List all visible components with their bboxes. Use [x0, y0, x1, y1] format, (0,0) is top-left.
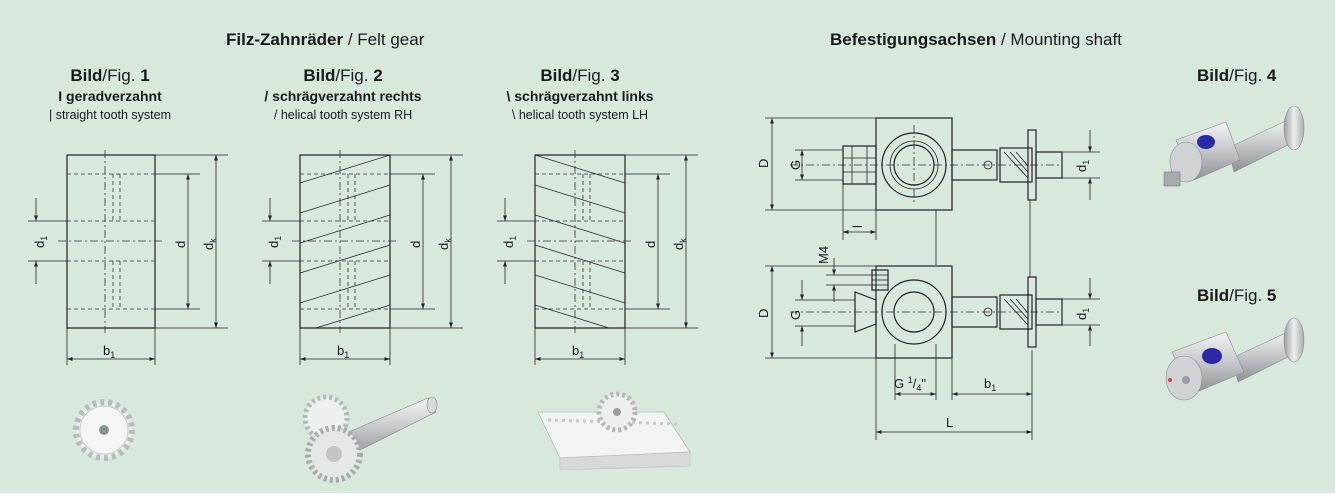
fig2-subtitle-de: / schrägverzahnt rechts	[264, 88, 422, 104]
fig3-dk-label: dk	[671, 238, 688, 250]
bottom-D-label: D	[756, 309, 771, 318]
top-D-label: D	[756, 159, 771, 168]
fig3-subtitle-en: \ helical tooth system LH	[511, 108, 649, 122]
fig2-dk-label: dk	[436, 238, 453, 250]
fig2-title: Bild/Fig. 2	[303, 66, 383, 85]
fig2-helical-gear-shaft-render	[302, 394, 438, 483]
fig1-d-label: d	[173, 241, 188, 248]
fig3-d-label: d	[643, 241, 658, 248]
fig4-mounting-shaft-render	[1163, 105, 1305, 187]
fig3-b1-label: b1	[572, 343, 584, 360]
bottom-L-label: L	[946, 415, 953, 430]
fig2-gear-drawing: d1 d dk b1	[262, 150, 463, 365]
top-d1-label: d1	[1074, 160, 1091, 172]
fig1-b1-label: b1	[103, 343, 115, 360]
fig3-rack-pinion-render	[537, 391, 691, 471]
top-l-label: l	[850, 225, 865, 228]
fig2-subtitle-en: / helical tooth system RH	[273, 108, 413, 122]
fig1-subtitle-de: I geradverzahnt	[58, 88, 162, 104]
bottom-b1-label: b1	[984, 376, 996, 393]
bottom-G-label: G	[788, 310, 803, 320]
fig3-d1-label: d1	[501, 236, 518, 248]
fig2-d1-label: d1	[266, 236, 283, 248]
fig1-title: Bild/Fig. 1	[70, 66, 150, 85]
fig2-d-label: d	[408, 241, 423, 248]
fig2-b1-label: b1	[337, 343, 349, 360]
bottom-d1-label: d1	[1074, 308, 1091, 320]
fig5-title: Bild/Fig. 5	[1197, 286, 1277, 305]
mounting-shaft-bottom-drawing: D G M4 d1 G 1/4" b1 L	[756, 200, 1100, 440]
fig5-mounting-shaft-render	[1165, 317, 1305, 401]
fig1-dk-label: dk	[201, 238, 218, 250]
fig1-d1-label: d1	[32, 236, 49, 248]
fig3-subtitle-de: \ schrägverzahnt links	[506, 88, 654, 104]
bottom-M4-label: M4	[816, 246, 831, 264]
fig1-spur-gear-render	[73, 399, 135, 461]
fig1-subtitle-en: | straight tooth system	[48, 108, 172, 122]
top-G-label: G	[788, 160, 803, 170]
bottom-G-quarter-inch-label: G 1/4"	[894, 375, 926, 393]
fig1-gear-drawing: d1 d dk b1	[28, 150, 228, 365]
fig4-title: Bild/Fig. 4	[1197, 66, 1277, 85]
mounting-shaft-top-drawing: D G l d1	[756, 117, 1100, 265]
mounting-shaft-section-title: Befestigungsachsen / Mounting shaft	[830, 30, 1122, 49]
fig3-gear-drawing: d1 d dk b1	[497, 150, 698, 365]
fig3-title: Bild/Fig. 3	[540, 66, 620, 85]
felt-gear-section-title: Filz-Zahnräder / Felt gear	[226, 30, 425, 49]
